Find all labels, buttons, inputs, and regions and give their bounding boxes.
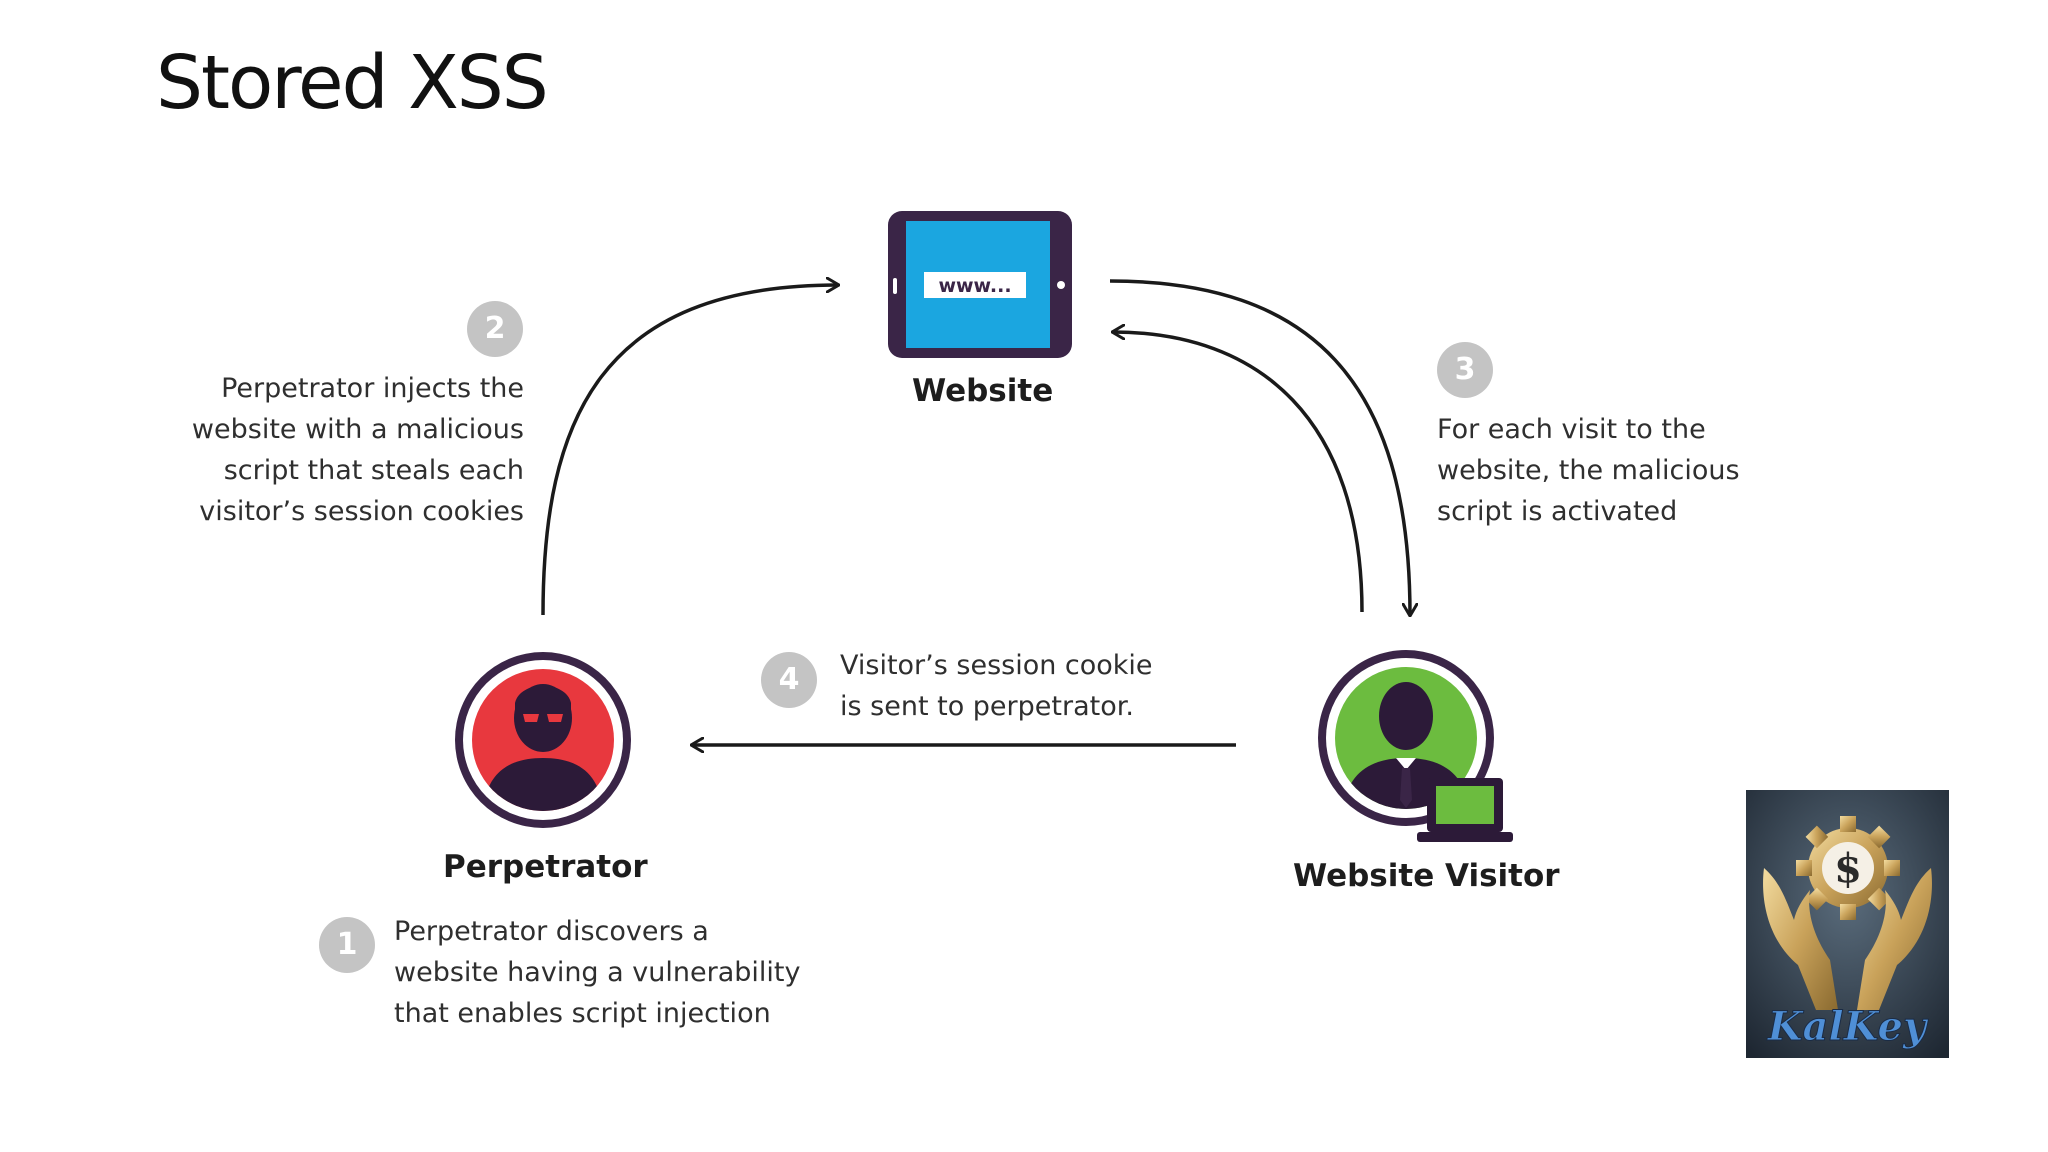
step-2-badge: 2 <box>467 301 523 357</box>
step-3-text: For each visit to the website, the malic… <box>1437 414 1740 527</box>
perpetrator-avatar-icon <box>455 652 631 828</box>
kalkey-logo: $ KalKey <box>1746 790 1949 1058</box>
laptop-icon <box>1417 778 1513 842</box>
step-2-text: Perpetrator injects the website with a m… <box>191 373 524 527</box>
arrow-visitor-to-website <box>1113 332 1364 613</box>
website-visitor-label: Website Visitor <box>1293 858 1560 894</box>
step-1-text: Perpetrator discovers a website having a… <box>394 916 801 1029</box>
website-screen-text: www... <box>938 275 1011 297</box>
slide-title: Stored XSS <box>156 40 549 126</box>
arrow-website-to-visitor <box>1109 279 1410 615</box>
website-label: Website <box>912 373 1054 409</box>
arrow-perpetrator-to-website <box>541 285 838 616</box>
dollar-gear-hands-icon: $ <box>1763 816 1932 1010</box>
website-tablet-icon: www... <box>888 211 1072 358</box>
step-4-text: Visitor’s session cookie is sent to perp… <box>840 650 1153 722</box>
step-1-badge: 1 <box>319 917 375 973</box>
step-3-badge: 3 <box>1437 342 1493 398</box>
svg-text:$: $ <box>1834 845 1862 892</box>
step-4-badge: 4 <box>761 652 817 708</box>
perpetrator-label: Perpetrator <box>443 849 648 885</box>
logo-text: KalKey <box>1767 1003 1929 1050</box>
